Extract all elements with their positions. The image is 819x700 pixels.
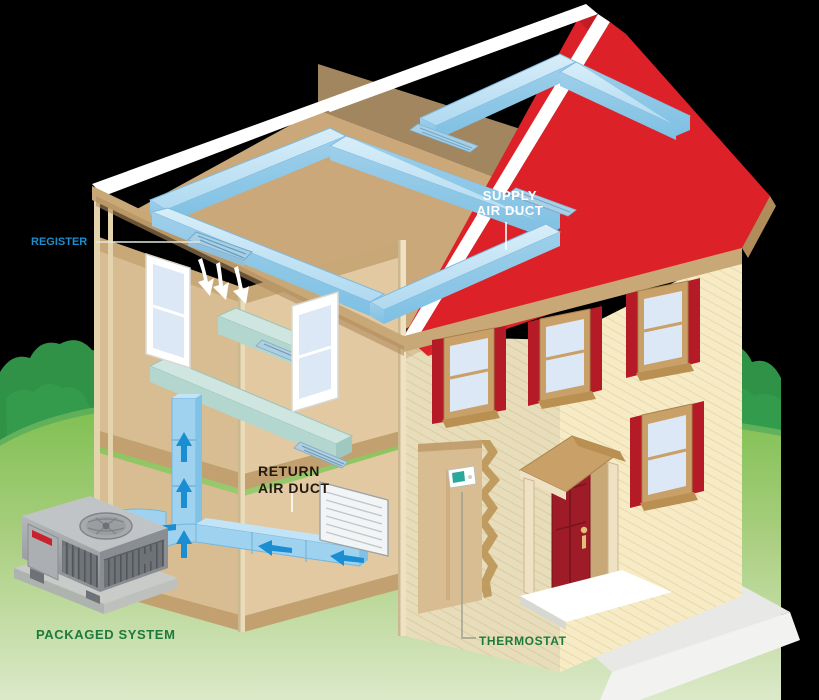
attic-registers: [409, 123, 577, 217]
facade-window-2: [528, 306, 602, 409]
front-entry: [518, 435, 672, 630]
label-supply-air-duct: SUPPLY AIR DUCT: [476, 188, 544, 218]
attic-supply-duct-loop: [148, 53, 691, 324]
label-thermostat: THERMOSTAT: [479, 634, 567, 648]
thermostat-device[interactable]: [447, 465, 477, 489]
supply-airflow-arrows: [198, 258, 249, 304]
label-return-air-duct: RETURN AIR DUCT: [258, 463, 330, 496]
return-air-grille: [319, 481, 389, 557]
ceiling-register-labeled: [187, 231, 253, 266]
window-upper-left: [145, 252, 191, 370]
label-register: REGISTER: [31, 236, 88, 248]
facade-window-4: [630, 401, 704, 511]
facade-window-1: [432, 326, 506, 428]
window-upper-right: [291, 290, 339, 414]
facade-window-3: [626, 278, 700, 381]
label-packaged-system: PACKAGED SYSTEM: [36, 627, 176, 642]
roof-fascia: [318, 4, 598, 112]
unit-fan-grille: [79, 512, 133, 540]
packaged-unit[interactable]: [14, 496, 178, 614]
interior-framing: [94, 190, 406, 636]
condenser-coil: [104, 540, 164, 588]
thermostat-leader: [461, 492, 476, 639]
cutaway-edge: [478, 440, 500, 598]
